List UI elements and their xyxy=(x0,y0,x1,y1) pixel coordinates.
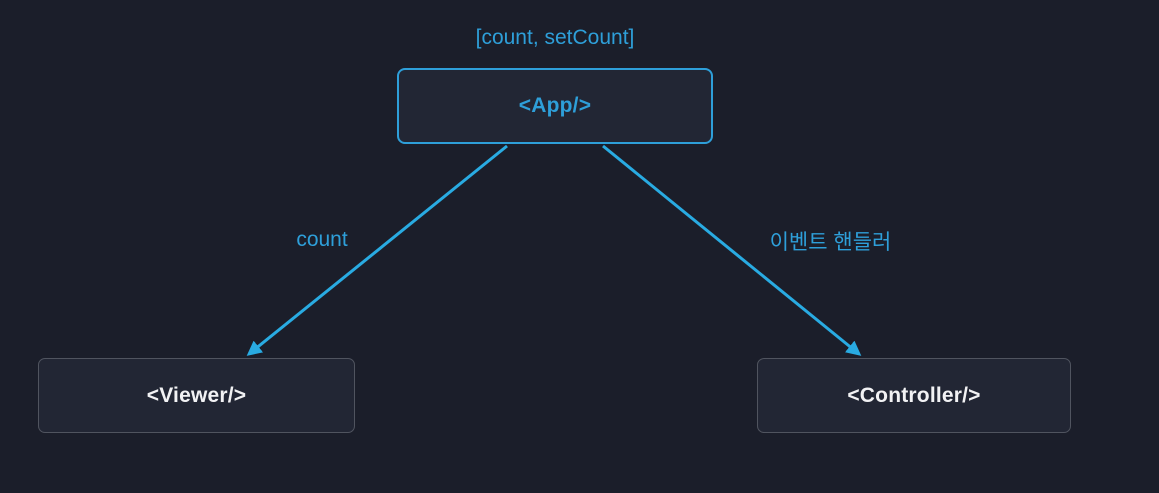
edge-label-event-handler: 이벤트 핸들러 xyxy=(769,231,892,254)
app-node: <App/> xyxy=(397,68,713,144)
controller-node-label: <Controller/> xyxy=(847,383,981,407)
edge-label-count: count xyxy=(296,228,348,251)
app-node-label: <App/> xyxy=(518,94,592,117)
viewer-node: <Viewer/> xyxy=(38,358,355,433)
app-state-label: [count, setCount] xyxy=(475,26,635,49)
controller-node: <Controller/> xyxy=(757,358,1071,433)
viewer-node-label: <Viewer/> xyxy=(146,383,247,407)
